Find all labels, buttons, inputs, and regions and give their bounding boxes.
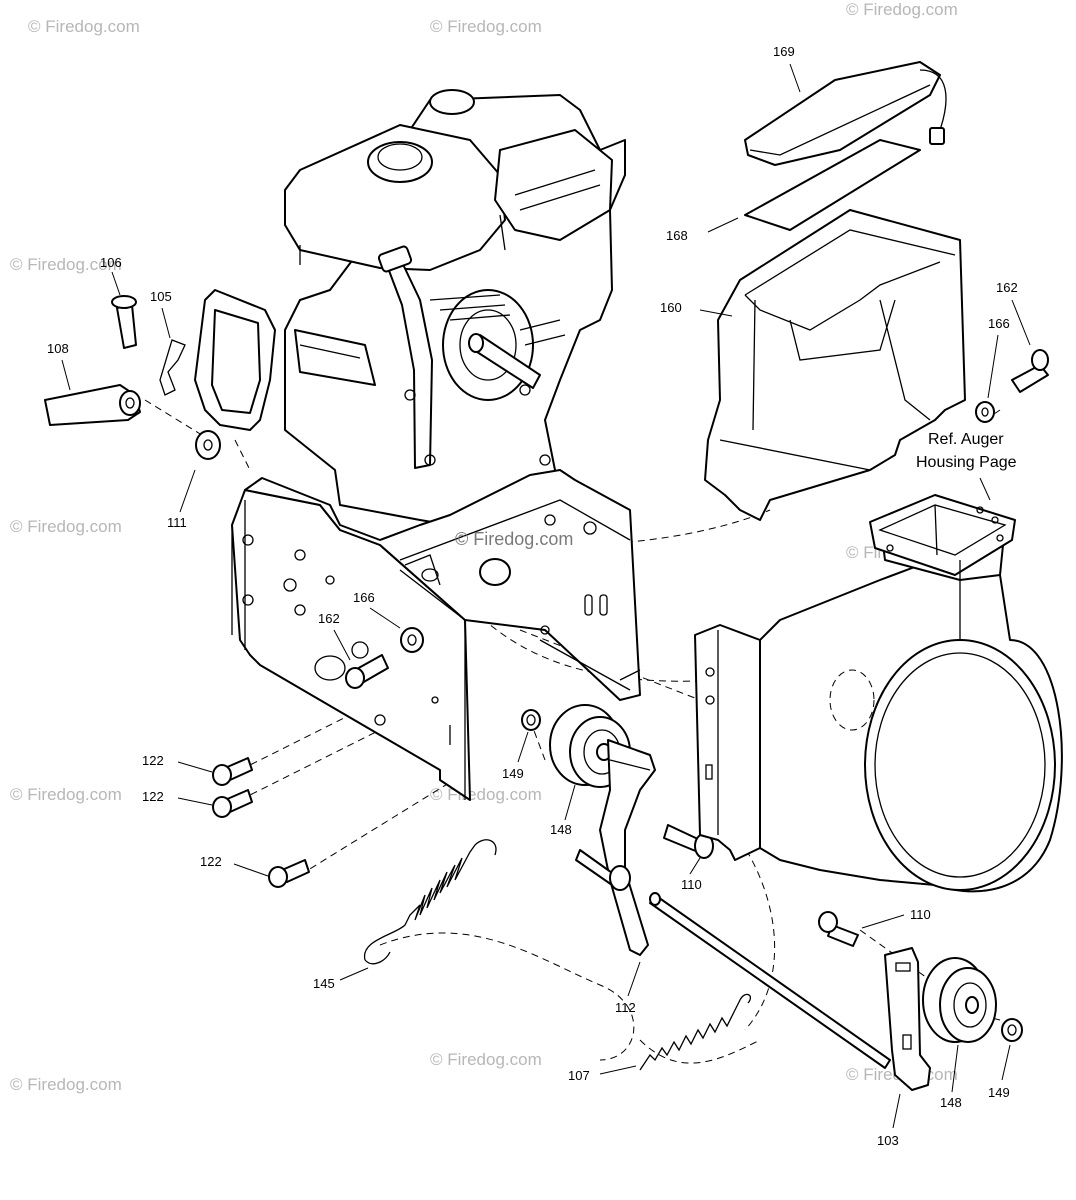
callout-106: 106: [100, 255, 122, 270]
pin-106: [116, 304, 137, 349]
callout-149-right: 149: [988, 1085, 1010, 1100]
engine-assembly: [194, 89, 626, 526]
bracket-103: [884, 947, 931, 1091]
callout-111: 111: [167, 515, 187, 530]
callout-148-left: 148: [550, 822, 572, 837]
watermark-center: © Firedog.com: [455, 529, 573, 549]
bolt-162-right: [1011, 364, 1049, 393]
idler-arm-112: [575, 739, 656, 956]
callout-149-left: 149: [502, 766, 524, 781]
callout-105: 105: [150, 289, 172, 304]
callout-110-lower: 110: [681, 877, 702, 892]
housing-opening: [864, 639, 1056, 891]
callout-107: 107: [568, 1068, 590, 1083]
watermark-tc: © Firedog.com: [430, 17, 542, 36]
callout-145: 145: [313, 976, 335, 991]
callout-122-c: 122: [200, 854, 222, 869]
watermark-tr: © Firedog.com: [846, 0, 958, 19]
callout-160: 160: [660, 300, 682, 315]
watermark-bl: © Firedog.com: [10, 1075, 122, 1094]
watermark-ml1: © Firedog.com: [10, 255, 122, 274]
frame-deck: [244, 469, 641, 701]
watermark-ml2: © Firedog.com: [10, 517, 122, 536]
callout-122-b: 122: [142, 789, 164, 804]
chute-shroud: [704, 209, 966, 521]
callout-110-right: 110: [910, 907, 931, 922]
shaft-bracket-103: [649, 892, 931, 1091]
callout-162-right: 162: [996, 280, 1018, 295]
callout-169: 169: [773, 44, 795, 59]
reference-line-1: Ref. Auger: [928, 431, 1004, 448]
washer-166-left: [400, 627, 424, 653]
frame-bearing-hole: [479, 558, 511, 586]
shroud-160: [704, 209, 966, 521]
watermark-ml3: © Firedog.com: [10, 785, 122, 804]
washer-166-right: [975, 401, 995, 423]
watermark-tl: © Firedog.com: [28, 17, 140, 36]
callout-112: 112: [615, 1000, 636, 1015]
watermark-bc: © Firedog.com: [430, 1050, 542, 1069]
engine-shroud: [494, 129, 613, 241]
callout-162-left: 162: [318, 611, 340, 626]
callout-168: 168: [666, 228, 688, 243]
callout-148-right: 148: [940, 1095, 962, 1110]
washer-111: [195, 430, 221, 460]
fasteners: [44, 295, 1049, 1042]
nut-149-left: [521, 709, 541, 731]
callout-166-left: 166: [353, 590, 375, 605]
fuel-cap-icon: [367, 141, 433, 183]
callout-labels: 169 168 160 162 166 106 105 108 111 166 …: [47, 44, 1031, 1148]
nut-149-right: [1001, 1018, 1023, 1042]
shaft-rod: [649, 894, 891, 1069]
reference-note: Ref. Auger Housing Page: [916, 431, 1017, 501]
engine-label-plate: [294, 329, 376, 386]
springs: [364, 839, 752, 1071]
callout-103: 103: [877, 1133, 899, 1148]
frame-chassis: [231, 469, 641, 801]
callout-122-a: 122: [142, 753, 164, 768]
spring-145: [364, 839, 497, 965]
housing-back-plate: [694, 624, 761, 861]
oil-cap-icon: [429, 89, 475, 115]
callout-108: 108: [47, 341, 69, 356]
filter-parts: [744, 61, 947, 231]
spring-107: [639, 993, 752, 1071]
pulley-148-right: [922, 957, 997, 1043]
idler-arm: [599, 739, 656, 956]
filter-168: [744, 139, 921, 231]
bracket-108: [44, 384, 141, 426]
pulleys: [549, 704, 997, 1043]
reference-line-2: Housing Page: [916, 454, 1017, 471]
cover-169: [744, 61, 941, 166]
fuel-tank: [284, 124, 506, 271]
callout-166-right: 166: [988, 316, 1010, 331]
watermark-mc3: © Firedog.com: [430, 785, 542, 804]
hairpin-105: [159, 339, 186, 396]
auger-housing: [694, 494, 1063, 893]
